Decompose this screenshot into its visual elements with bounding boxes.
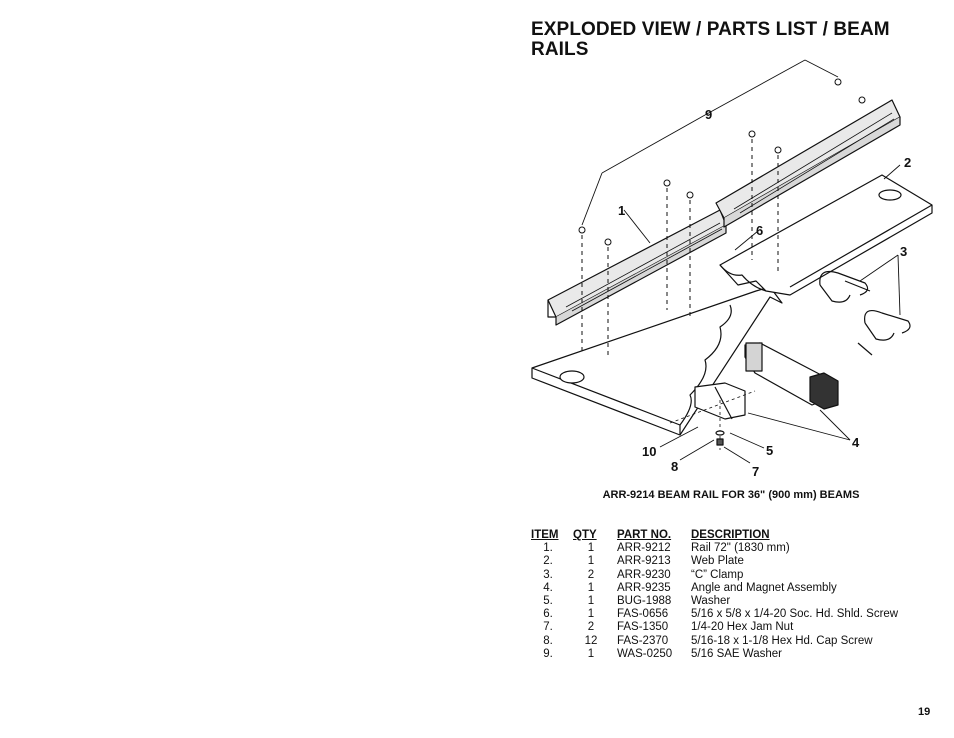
cell-qty: 1 xyxy=(587,555,595,568)
cell-part-no: ARR-9213 xyxy=(617,555,671,568)
callout-8: 8 xyxy=(671,459,678,474)
cell-description: 1/4-20 Hex Jam Nut xyxy=(691,621,794,634)
callout-6: 6 xyxy=(756,223,763,238)
cell-part-no: FAS-0656 xyxy=(617,608,669,621)
callout-5: 5 xyxy=(766,443,773,458)
cell-part-no: WAS-0250 xyxy=(617,647,673,660)
c-clamp-lower xyxy=(857,310,911,356)
callout-1: 1 xyxy=(618,203,625,218)
callout-2: 2 xyxy=(904,155,911,170)
cell-description: 5/16-18 x 1-1/8 Hex Hd. Cap Screw xyxy=(691,634,873,647)
cell-part-no: ARR-9235 xyxy=(617,581,671,594)
cell-part-no: FAS-1350 xyxy=(617,621,669,634)
cell-item: 1. xyxy=(543,542,553,555)
cell-part-no: ARR-9212 xyxy=(617,542,671,555)
plate-hole-right xyxy=(878,189,902,201)
cell-description: 5/16 SAE Washer xyxy=(691,647,782,660)
exploded-view-diagram: 9 2 1 6 3 4 10 5 8 7 xyxy=(531,59,933,479)
cell-item: 3. xyxy=(543,568,553,581)
table-row: 1. 1 ARR-9212 Rail 72" (1830 mm) xyxy=(529,542,904,555)
table-row: 6. 1 FAS-0656 5/16 x 5/8 x 1/4-20 Soc. H… xyxy=(529,608,904,621)
cell-description: Web Plate xyxy=(691,555,744,568)
table-header-row: ITEM QTY PART NO. DESCRIPTION xyxy=(529,529,904,542)
table-row: 9. 1 WAS-0250 5/16 SAE Washer xyxy=(529,648,904,661)
cell-description: “C” Clamp xyxy=(691,568,744,581)
cell-item: 4. xyxy=(543,581,553,594)
cell-description: Washer xyxy=(691,595,731,608)
cell-description: Rail 72" (1830 mm) xyxy=(691,542,790,555)
cell-item: 7. xyxy=(543,621,553,634)
cell-qty: 12 xyxy=(584,634,598,647)
header-part-no: PART NO. xyxy=(617,529,672,541)
cell-description: 5/16 x 5/8 x 1/4-20 Soc. Hd. Shld. Screw xyxy=(691,608,899,621)
cell-description: Angle and Magnet Assembly xyxy=(691,581,837,594)
angle-magnet-assembly xyxy=(694,342,839,420)
cell-qty: 1 xyxy=(587,595,595,608)
web-plate-left xyxy=(531,286,783,436)
web-plate-right xyxy=(719,174,933,296)
callout-9: 9 xyxy=(705,107,712,122)
cell-item: 9. xyxy=(543,647,553,660)
table-row: 7. 2 FAS-1350 1/4-20 Hex Jam Nut xyxy=(529,621,904,634)
c-clamp-upper xyxy=(819,270,871,303)
parts-list-table: ITEM QTY PART NO. DESCRIPTION 1. 1 ARR-9… xyxy=(529,529,904,661)
cell-qty: 2 xyxy=(587,568,595,581)
header-item: ITEM xyxy=(531,529,559,541)
cell-part-no: FAS-2370 xyxy=(617,634,669,647)
diagram-caption: ARR-9214 BEAM RAIL FOR 36" (900 mm) BEAM… xyxy=(602,489,860,501)
page-number: 19 xyxy=(918,706,931,718)
header-description: DESCRIPTION xyxy=(691,529,770,541)
cell-item: 8. xyxy=(543,634,553,647)
table-row: 5. 1 BUG-1988 Washer xyxy=(529,595,904,608)
table-row: 4. 1 ARR-9235 Angle and Magnet Assembly xyxy=(529,582,904,595)
plate-hole-left xyxy=(559,370,585,384)
cell-item: 2. xyxy=(543,555,553,568)
callout-3: 3 xyxy=(900,244,907,259)
cell-qty: 1 xyxy=(587,608,595,621)
table-row: 3. 2 ARR-9230 “C” Clamp xyxy=(529,569,904,582)
callout-7: 7 xyxy=(752,464,759,479)
cell-part-no: BUG-1988 xyxy=(617,595,672,608)
header-qty: QTY xyxy=(573,529,597,541)
cell-qty: 1 xyxy=(587,542,595,555)
table-row: 8. 12 FAS-2370 5/16-18 x 1-1/8 Hex Hd. C… xyxy=(529,635,904,648)
callout-4: 4 xyxy=(852,435,860,450)
page-title: EXPLODED VIEW / PARTS LIST / BEAM RAILS xyxy=(531,19,890,60)
table-row: 2. 1 ARR-9213 Web Plate xyxy=(529,555,904,568)
cell-item: 6. xyxy=(543,608,553,621)
callout-10: 10 xyxy=(642,444,656,459)
cell-qty: 1 xyxy=(587,647,595,660)
cell-part-no: ARR-9230 xyxy=(617,568,671,581)
cell-item: 5. xyxy=(543,595,553,608)
cell-qty: 2 xyxy=(587,621,595,634)
cell-qty: 1 xyxy=(587,581,595,594)
